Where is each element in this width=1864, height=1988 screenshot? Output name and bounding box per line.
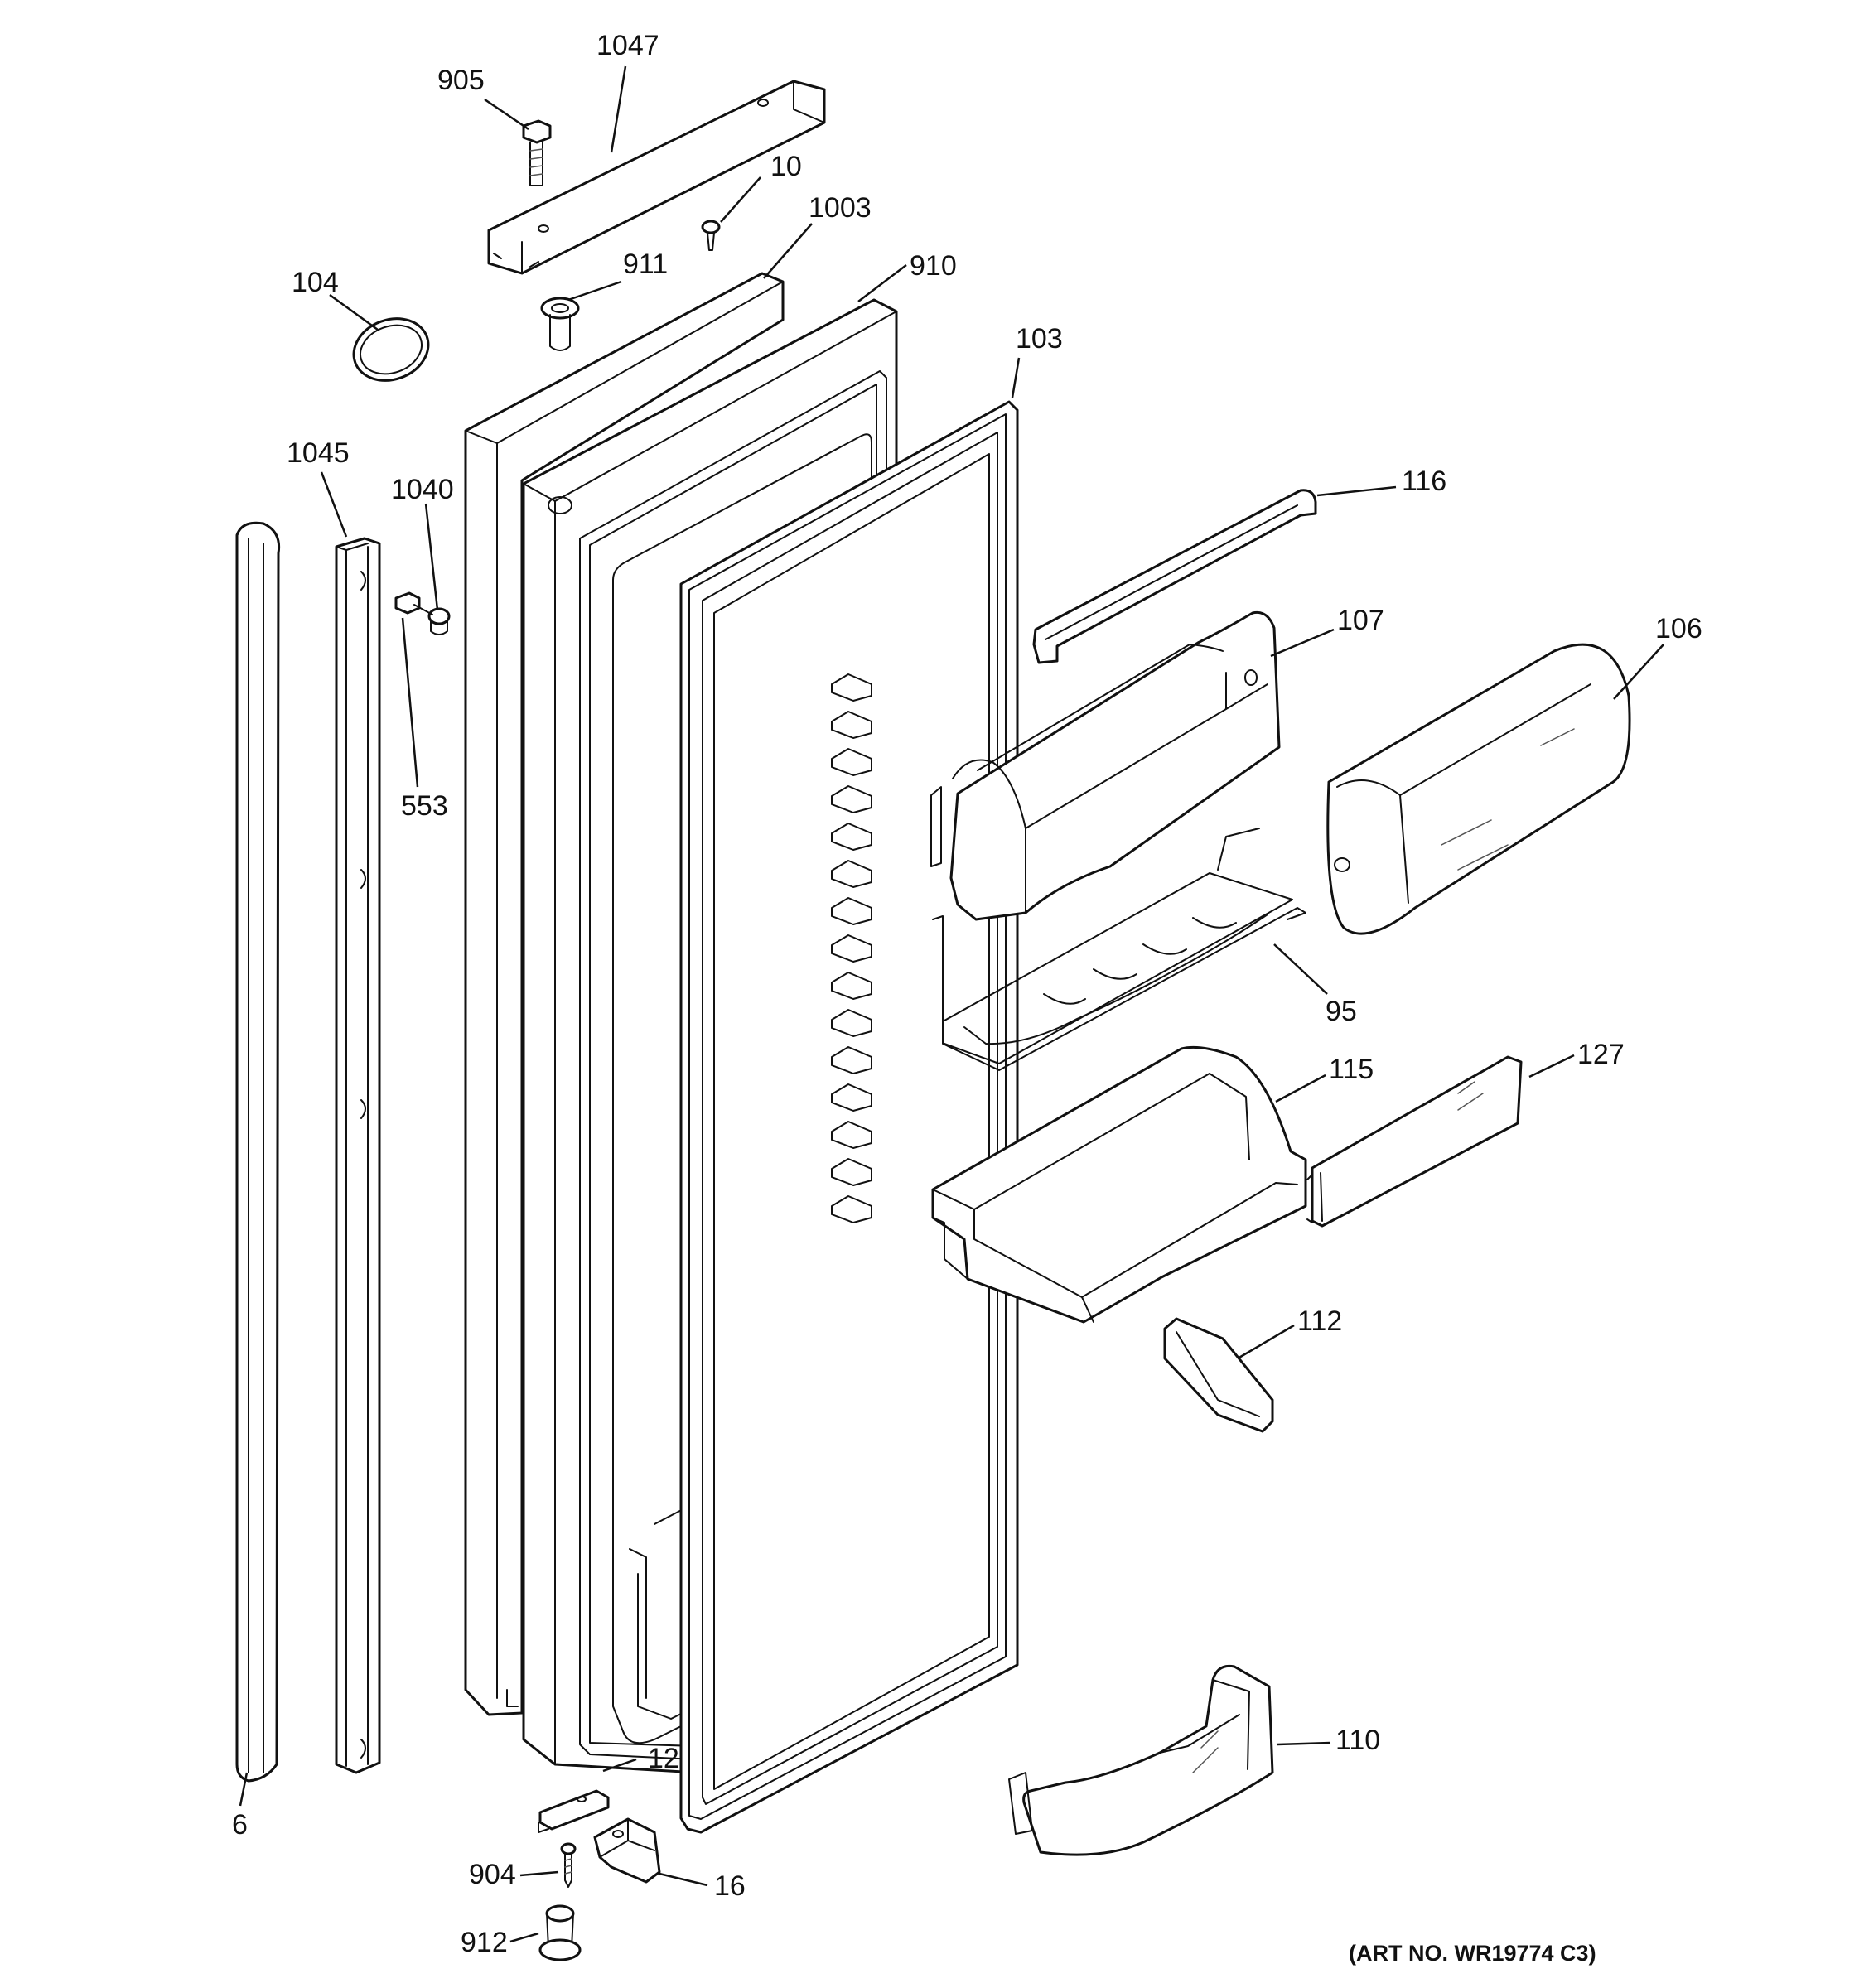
part-912-bushing <box>538 1904 582 1961</box>
callout-1047: 1047 <box>596 30 659 61</box>
callout-6: 6 <box>232 1809 248 1841</box>
part-1045-trim-channel <box>335 537 381 1774</box>
part-106-dairy-bin <box>1326 643 1631 935</box>
part-115-door-bin <box>931 1045 1307 1324</box>
callout-912: 912 <box>461 1927 508 1958</box>
part-127-bin-front <box>1306 1055 1523 1228</box>
callout-106: 106 <box>1655 613 1702 644</box>
callout-553: 553 <box>401 790 448 822</box>
callout-911: 911 <box>623 248 668 280</box>
leader-lines <box>239 65 1664 1943</box>
art-number-label: (ART NO. WR19774 C3) <box>1349 1941 1596 1966</box>
callout-95: 95 <box>1326 996 1357 1027</box>
part-553-screw <box>394 591 433 615</box>
callout-115: 115 <box>1329 1054 1374 1085</box>
callout-116: 116 <box>1402 466 1446 497</box>
part-905-bolt <box>522 119 552 186</box>
callout-127: 127 <box>1577 1039 1625 1070</box>
part-1040-hinge-pin <box>427 607 451 635</box>
part-16-bottom-hinge <box>593 1817 661 1884</box>
part-95-wire-rack <box>932 828 1306 1071</box>
callout-910: 910 <box>910 250 957 282</box>
callout-16: 16 <box>714 1870 746 1902</box>
callout-112: 112 <box>1297 1305 1342 1337</box>
callout-12: 12 <box>648 1743 679 1774</box>
part-110-lower-door-bin <box>1008 1664 1274 1856</box>
part-12-hinge-plate <box>538 1789 610 1833</box>
callout-104: 104 <box>292 267 339 298</box>
part-107-door-bin <box>930 610 1281 921</box>
part-1047-hinge-bracket <box>487 80 826 275</box>
part-6-trim-strip <box>235 521 281 1783</box>
part-112-end-cap <box>1163 1317 1274 1433</box>
callout-905: 905 <box>437 65 485 96</box>
part-904-screw <box>560 1842 577 1888</box>
callout-904: 904 <box>469 1859 516 1890</box>
callout-1045: 1045 <box>287 437 350 469</box>
door-shelf-hooks <box>831 673 872 1223</box>
callout-107: 107 <box>1337 605 1384 636</box>
callout-10: 10 <box>770 151 802 182</box>
part-104-ring <box>352 317 430 382</box>
callout-labels: 905 1047 10 1003 911 910 104 103 1045 10… <box>232 30 1702 1958</box>
callout-1040: 1040 <box>391 474 454 505</box>
callout-103: 103 <box>1016 323 1063 355</box>
callout-110: 110 <box>1335 1725 1380 1756</box>
part-10-screw <box>701 220 721 251</box>
callout-1003: 1003 <box>809 192 872 224</box>
part-103-door-gasket <box>679 400 1019 1834</box>
part-1003-door-outer-shell <box>464 272 785 1716</box>
part-116-bin-bar <box>1032 489 1317 664</box>
part-911-bushing <box>540 297 580 351</box>
